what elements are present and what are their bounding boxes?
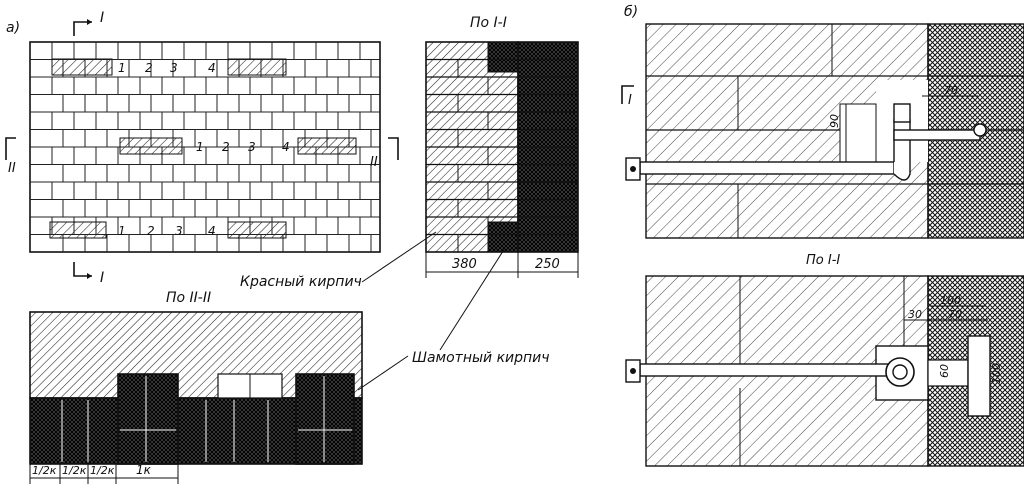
- hatched-band-1a: [51, 58, 113, 76]
- red-brick-leader: [361, 231, 437, 283]
- dim-half-3: 1/2к: [90, 464, 115, 477]
- section-mark-II-left: II: [5, 137, 16, 176]
- hatched-band-2a: [119, 137, 183, 155]
- row3-num-1: 1: [118, 224, 126, 238]
- section-mark-II-right: II: [370, 137, 399, 170]
- row1-num-1: 1: [118, 61, 126, 75]
- fireclay-leader-2: [357, 355, 409, 391]
- svg-text:I: I: [628, 93, 632, 108]
- section-I-dims: 380 250: [425, 252, 579, 278]
- b-dim-70b: 70: [948, 308, 962, 321]
- row1-num-3: 3: [170, 61, 178, 75]
- b-top-view: 70 90: [625, 23, 1024, 239]
- red-brick-label: Красный кирпич: [240, 274, 362, 290]
- b-dim-100: 100: [940, 294, 961, 307]
- b-dim-100v: 100: [990, 363, 1003, 384]
- row2-num-3: 3: [248, 140, 256, 154]
- row2-num-2: 2: [222, 140, 230, 154]
- dim-half-1: 1/2к: [32, 464, 57, 477]
- row3-num-2: 2: [147, 224, 155, 238]
- b-dim-60: 60: [938, 364, 951, 378]
- brick-elevation: 1 2 3 4 1 2 3 4 1 2 3 4: [29, 41, 381, 253]
- section-mark-I-top: I: [73, 10, 104, 36]
- row1-num-4: 4: [208, 61, 216, 75]
- part-a-label: а): [6, 20, 20, 36]
- section-I-I: [425, 41, 579, 253]
- hatched-band-2b: [297, 137, 357, 155]
- brick-courses: [30, 42, 380, 252]
- fireclay-leader-1: [439, 247, 506, 351]
- fireclay-label: Шамотный кирпич: [412, 350, 550, 366]
- dim-one: 1к: [136, 463, 152, 477]
- row1-num-2: 2: [145, 61, 153, 75]
- hatched-band-3b: [227, 221, 287, 239]
- hatched-band-3a: [49, 221, 107, 239]
- svg-text:II: II: [8, 161, 16, 176]
- svg-text:II: II: [370, 155, 378, 170]
- b-section-view: 100 30 70 60 100: [625, 275, 1024, 467]
- section-courses: [426, 58, 578, 252]
- section-I-title: По I-I: [470, 15, 507, 31]
- svg-text:I: I: [100, 270, 104, 286]
- section-II-dims: 1/2к 1/2к 1/2к 1к: [29, 463, 179, 484]
- section-II-title: По II-II: [166, 290, 211, 306]
- dim-380: 380: [452, 257, 477, 272]
- dim-half-2: 1/2к: [62, 464, 87, 477]
- row3-num-3: 3: [175, 224, 183, 238]
- row2-num-1: 1: [196, 140, 204, 154]
- section-mark-I-bottom: I: [73, 262, 104, 286]
- b-dim-70: 70: [944, 84, 958, 97]
- dim-250: 250: [535, 257, 560, 272]
- hatched-band-1b: [227, 58, 287, 76]
- row3-num-4: 4: [208, 224, 216, 238]
- b-dim-30: 30: [908, 308, 922, 321]
- part-b-label: б): [624, 4, 638, 20]
- row2-num-4: 4: [282, 140, 290, 154]
- b-section-mark: I: [621, 85, 634, 108]
- section-II-II: [29, 311, 363, 465]
- svg-text:I: I: [100, 10, 104, 26]
- b-section-title: По I-I: [806, 253, 840, 268]
- b-dim-90: 90: [828, 114, 841, 128]
